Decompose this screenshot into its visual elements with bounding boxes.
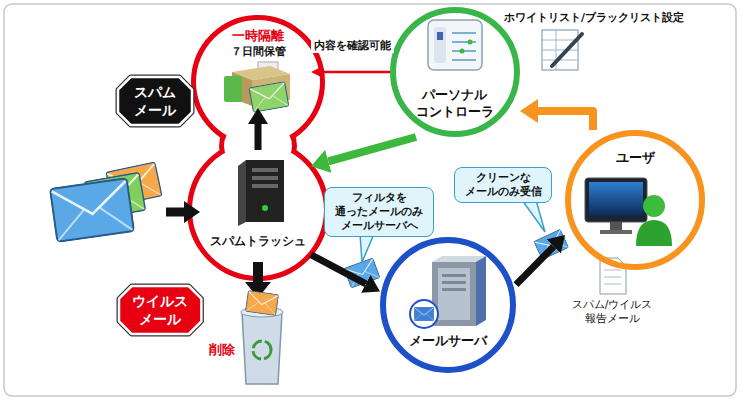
node-label: メールサーバ [409, 333, 487, 350]
controller-icon [428, 20, 482, 70]
server-icon [238, 160, 284, 226]
user-icon [585, 178, 672, 246]
mail-server-icon [410, 256, 486, 328]
quarantine-area: 一時隔離７日間保管 [205, 28, 311, 108]
node-label: スパムトラッシュ [210, 234, 306, 250]
mail-server-circle: メールサーバ [380, 237, 516, 373]
flow-arrow [311, 255, 366, 284]
flow-arrow [538, 111, 593, 130]
report-mail-label: スパム/ウイルス 報告メール [565, 298, 660, 327]
node-label: パーソナル コントローラ [412, 87, 498, 121]
spam-mail-badge: スパム メール [115, 74, 195, 128]
circle-outline [380, 237, 516, 373]
virus-delete [241, 262, 283, 384]
node-label: 一時隔離 [232, 28, 284, 45]
virus-mail-badge: ウイルス メール [116, 283, 204, 337]
node-label: ウイルス メール [128, 292, 192, 328]
node-label: ７日間保管 [231, 45, 286, 59]
octagon-badge [115, 74, 195, 128]
flow-arrow [255, 124, 262, 150]
edge-label: 内容を確認可能 [311, 39, 394, 53]
node-label: スパム メール [127, 83, 183, 119]
node-label: ユーザ [616, 150, 655, 167]
octagon-badge [116, 283, 204, 337]
quarantine-box-icon [224, 62, 290, 112]
flow-arrow [321, 71, 390, 74]
user-circle: ユーザ [565, 130, 705, 270]
settings-label: ホワイトリスト/ブラックリスト設定 [504, 11, 684, 25]
frame [4, 4, 736, 396]
list-settings-icon [542, 30, 582, 70]
spam-filter-outline [192, 20, 324, 276]
flow-arrow [516, 246, 554, 284]
personal-controller-circle: パーソナル コントローラ [390, 7, 520, 137]
callout-bubble: クリーンな メールのみ受信 [454, 167, 553, 204]
incoming-mail [50, 162, 200, 242]
delete-label: 削除 [209, 342, 235, 359]
callout-bubble: フィルタを 通ったメールのみ メールサーバへ [324, 187, 434, 238]
flow-arrow [328, 137, 416, 161]
spam-trash-server: スパムトラッシュ [205, 150, 311, 258]
